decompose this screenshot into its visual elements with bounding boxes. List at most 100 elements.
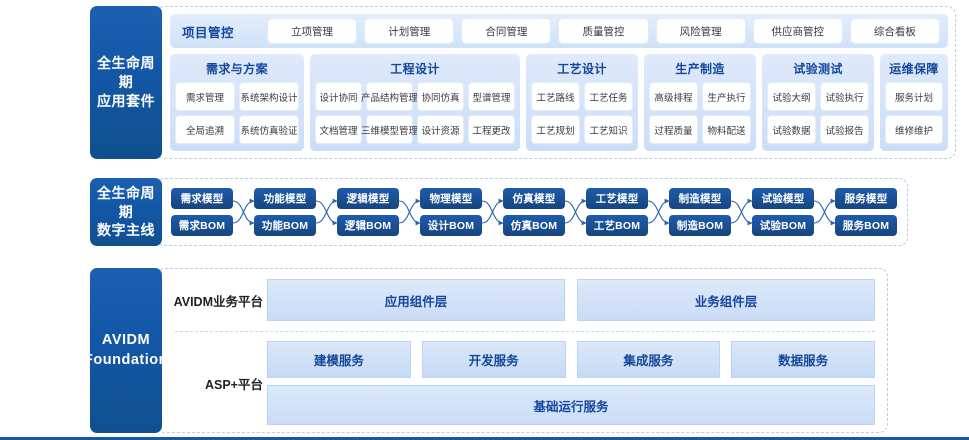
domain-item[interactable]: 高级排程 [649,82,698,111]
project-control-item[interactable]: 立项管理 [267,18,358,44]
section-divider [175,331,875,332]
domain-operations-support: 运维保障 服务计划 维修维护 [880,54,948,151]
domain-item[interactable]: 产品结构管理 [361,82,418,111]
domain-item[interactable]: 试验数据 [767,115,816,144]
domain-item[interactable]: 试验大纲 [767,82,816,111]
thread-sidebar-line1: 全生命周期 [97,184,155,220]
domain-items: 服务计划 维修维护 [885,82,943,146]
domain-item[interactable]: 设计资源 [417,115,464,144]
domain-item[interactable]: 生产执行 [702,82,751,111]
thread-model-node[interactable]: 逻辑模型 [337,188,399,209]
thread-stage: 逻辑模型 逻辑BOM [337,188,399,236]
base-runtime-service[interactable]: 基础运行服务 [267,385,875,425]
lifecycle-application-suite-section: 全生命周期 应用套件 项目管控 立项管理 计划管理 合同管理 质量管控 风险管理… [90,6,956,159]
domain-item[interactable]: 试验报告 [820,115,869,144]
thread-bom-node[interactable]: 仿真BOM [503,215,565,236]
thread-panel: 需求模型 需求BOM 功能模型 功能BOM 逻辑模型 逻辑BOM 物理模型 设计… [156,178,908,246]
foundation-sidebar-line2: Foundation [84,351,168,368]
domain-item[interactable]: 需求管理 [175,82,235,111]
domain-items: 试验大纲 试验执行 试验数据 试验报告 [767,82,869,146]
domain-item[interactable]: 过程质量 [649,115,698,144]
domain-items: 工艺路线 工艺任务 工艺规划 工艺知识 [531,82,633,146]
domain-requirements: 需求与方案 需求管理 系统架构设计 全局追溯 系统仿真验证 [170,54,304,151]
thread-bom-node[interactable]: 需求BOM [171,215,233,236]
thread-stage: 需求模型 需求BOM [171,188,233,236]
domain-item[interactable]: 工艺任务 [584,82,633,111]
domain-item[interactable]: 设计协同 [315,82,362,111]
bottom-rule [0,437,969,440]
foundation-sidebar-label: AVIDM Foundation [84,268,167,433]
thread-sidebar-line2: 数字主线 [97,222,155,239]
asp-service[interactable]: 开发服务 [421,341,566,378]
domain-item[interactable]: 物料配送 [702,115,751,144]
asp-service-stack: 建模服务 开发服务 集成服务 数据服务 基础运行服务 [267,341,875,425]
domain-items: 设计协同 产品结构管理 协同仿真 型谱管理 文档管理 三维模型管理 设计资源 工… [315,82,515,146]
suite-sidebar-label: 全生命周期 应用套件 [90,6,162,159]
thread-model-node[interactable]: 试验模型 [752,188,814,209]
thread-model-node[interactable]: 服务模型 [835,188,897,209]
business-component-layer[interactable]: 业务组件层 [577,279,875,321]
thread-stage: 功能模型 功能BOM [254,188,316,236]
application-component-layer[interactable]: 应用组件层 [267,279,565,321]
thread-track: 需求模型 需求BOM 功能模型 功能BOM 逻辑模型 逻辑BOM 物理模型 设计… [171,185,897,239]
business-platform-label: AVIDM业务平台 [173,294,263,309]
thread-bom-node[interactable]: 制造BOM [669,215,731,236]
project-control-title: 项目管控 [182,25,235,40]
domain-title: 运维保障 [889,62,939,76]
thread-model-node[interactable]: 工艺模型 [586,188,648,209]
domain-item[interactable]: 三维模型管理 [361,115,418,144]
asp-platform-label: ASP+平台 [204,377,263,392]
asp-service-row: 建模服务 开发服务 集成服务 数据服务 [267,341,875,378]
domain-item[interactable]: 系统架构设计 [239,82,299,111]
thread-bom-node[interactable]: 设计BOM [420,215,482,236]
thread-model-node[interactable]: 需求模型 [171,188,233,209]
domain-title: 工艺设计 [557,62,607,76]
domain-item[interactable]: 工艺知识 [584,115,633,144]
thread-stage: 仿真模型 仿真BOM [503,188,565,236]
domain-test-validation: 试验测试 试验大纲 试验执行 试验数据 试验报告 [762,54,874,151]
domain-title: 试验测试 [793,62,843,76]
domain-item[interactable]: 协同仿真 [417,82,464,111]
domain-item[interactable]: 系统仿真验证 [239,115,299,144]
project-control-item[interactable]: 供应商管控 [752,18,843,44]
domain-item[interactable]: 服务计划 [885,82,943,111]
domain-engineering-design: 工程设计 设计协同 产品结构管理 协同仿真 型谱管理 文档管理 三维模型管理 设… [310,54,520,151]
asp-service[interactable]: 建模服务 [267,341,411,378]
thread-bom-node[interactable]: 功能BOM [254,215,316,236]
thread-model-node[interactable]: 仿真模型 [503,188,565,209]
lifecycle-digital-thread-section: 全生命周期 数字主线 需求模型 需求BOM [90,178,908,246]
domain-title: 需求与方案 [205,62,268,76]
thread-sidebar-label: 全生命周期 数字主线 [90,178,162,246]
project-control-item[interactable]: 合同管理 [461,18,552,44]
thread-stage: 工艺模型 工艺BOM [586,188,648,236]
domain-item[interactable]: 工程更改 [468,115,515,144]
project-control-item[interactable]: 风险管理 [655,18,746,44]
domain-item[interactable]: 全局追溯 [175,115,235,144]
project-control-item[interactable]: 质量管控 [558,18,649,44]
asp-platform-row: ASP+平台 建模服务 开发服务 集成服务 数据服务 基础运行服务 [167,341,875,425]
thread-stage: 物理模型 设计BOM [420,188,482,236]
asp-service[interactable]: 数据服务 [731,341,875,378]
domain-row: 需求与方案 需求管理 系统架构设计 全局追溯 系统仿真验证 工程设计 设计协同 … [170,54,948,151]
domain-item[interactable]: 文档管理 [315,115,362,144]
domain-item[interactable]: 工艺规划 [531,115,580,144]
domain-item[interactable]: 试验执行 [820,82,869,111]
asp-service[interactable]: 集成服务 [576,341,721,378]
business-platform-row: AVIDM业务平台 应用组件层 业务组件层 [167,279,875,321]
domain-item[interactable]: 工艺路线 [531,82,580,111]
domain-item[interactable]: 型谱管理 [468,82,515,111]
suite-sidebar-line2: 应用套件 [97,92,155,109]
thread-model-node[interactable]: 功能模型 [254,188,316,209]
thread-bom-node[interactable]: 工艺BOM [586,215,648,236]
thread-bom-node[interactable]: 服务BOM [835,215,897,236]
avidm-foundation-section: AVIDM Foundation AVIDM业务平台 应用组件层 业务组件层 A… [84,268,888,433]
project-control-item[interactable]: 计划管理 [364,18,455,44]
project-control-item[interactable]: 综合看板 [849,18,940,44]
foundation-panel: AVIDM业务平台 应用组件层 业务组件层 ASP+平台 建模服务 开发服务 集… [156,268,888,433]
thread-model-node[interactable]: 制造模型 [669,188,731,209]
domain-item[interactable]: 维修维护 [885,115,943,144]
thread-model-node[interactable]: 物理模型 [420,188,482,209]
thread-bom-node[interactable]: 试验BOM [752,215,814,236]
thread-bom-node[interactable]: 逻辑BOM [337,215,399,236]
